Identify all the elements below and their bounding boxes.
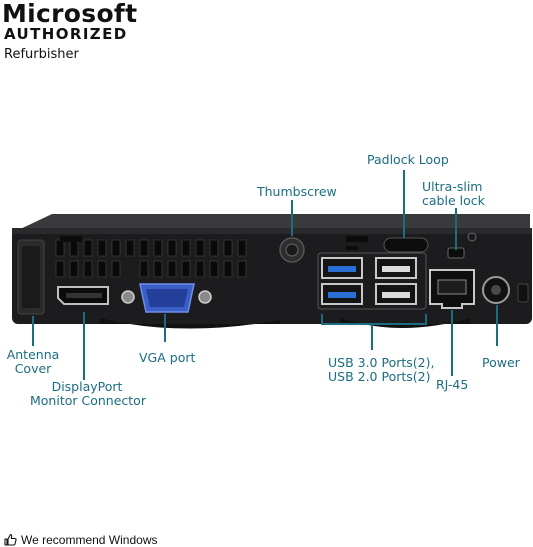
power-label: Power: [482, 355, 520, 370]
displayport-connector: [57, 286, 109, 305]
vga-port-label: VGA port: [139, 350, 196, 365]
usb-line2: USB 2.0 Ports(2): [328, 369, 431, 384]
ultra-slim-line2: cable lock: [422, 193, 485, 208]
thumbs-up-icon: [4, 533, 17, 546]
displayport-line1: DisplayPort: [51, 379, 123, 394]
badge-refurbisher: Refurbisher: [4, 47, 79, 62]
padlock-loop-slot: [383, 237, 429, 253]
badge-authorized: AUTHORIZED: [4, 25, 128, 43]
lock-icon: [467, 232, 477, 242]
usb-ports: [317, 252, 427, 310]
antenna-cover: [17, 239, 45, 315]
padlock-loop-label: Padlock Loop: [367, 152, 449, 167]
footer-recommend-text: We recommend Windows: [21, 533, 158, 547]
usb-ports-label: USB 3.0 Ports(2), USB 2.0 Ports(2): [328, 356, 434, 384]
thumbscrew-label: Thumbscrew: [257, 184, 337, 199]
antenna-cover-label: Antenna Cover: [6, 348, 60, 376]
rj45-port: [429, 269, 475, 309]
displayport-line2: Monitor Connector: [30, 393, 146, 408]
badge-microsoft: Microsoft: [2, 0, 138, 28]
antenna-line1: Antenna: [6, 347, 60, 362]
vga-port: [121, 283, 212, 313]
power-jack: [482, 276, 510, 304]
callout-lines: [32, 170, 498, 380]
usb-bracket: [321, 314, 427, 325]
thumbscrew: [279, 237, 305, 263]
usb-line1: USB 3.0 Ports(2),: [328, 355, 435, 370]
ultra-slim-line1: Ultra-slim: [422, 179, 483, 194]
vent-grille: [55, 239, 247, 278]
chassis-top: [14, 214, 530, 232]
displayport-label: DisplayPort Monitor Connector: [30, 379, 146, 408]
antenna-line2: Cover: [14, 361, 52, 376]
ultra-slim-label: Ultra-slim cable lock: [422, 179, 485, 208]
rj45-label: RJ-45: [436, 377, 469, 392]
